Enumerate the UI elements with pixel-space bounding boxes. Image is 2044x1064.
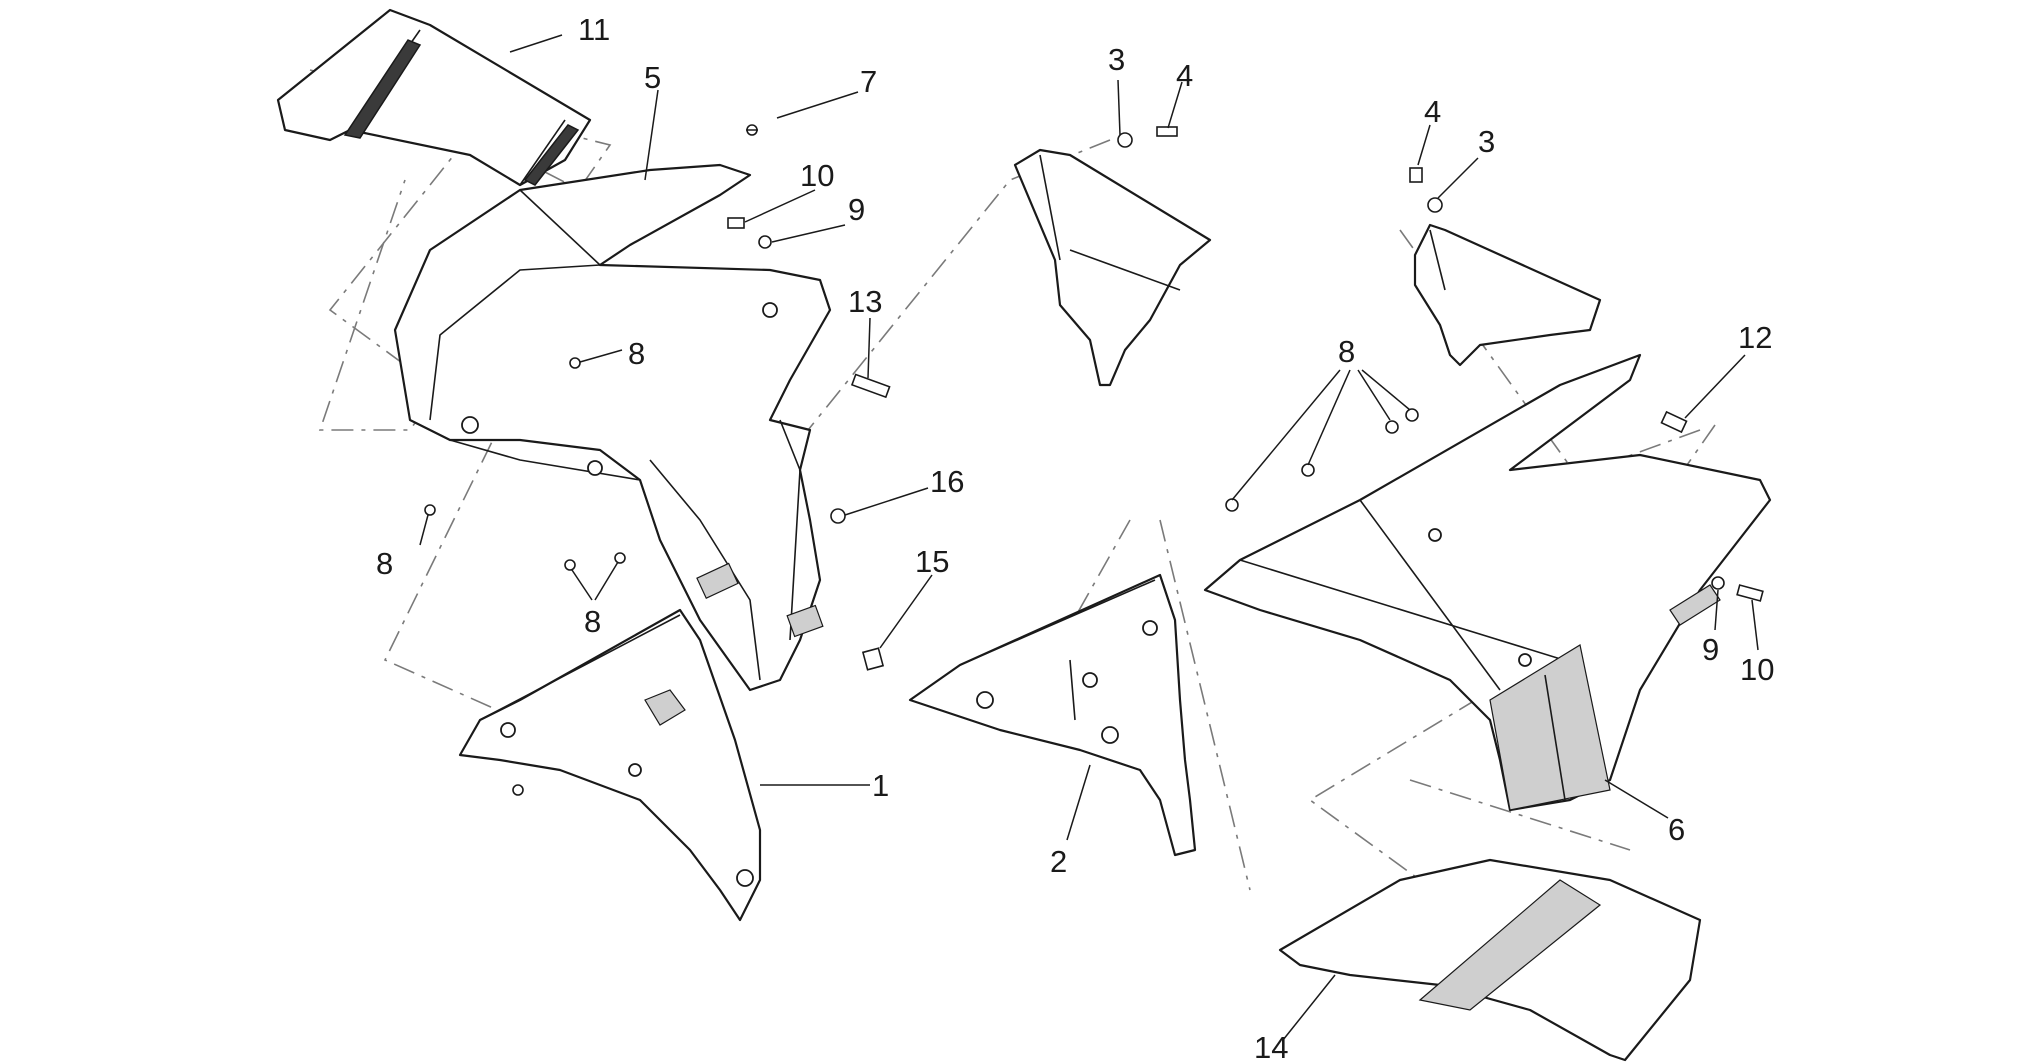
callout-9-left: 9 — [848, 192, 865, 227]
callout-13: 13 — [848, 284, 882, 319]
callout-8-c: 8 — [584, 604, 601, 639]
callout-8-d: 8 — [1338, 334, 1355, 369]
callout-4-right: 4 — [1424, 94, 1441, 129]
part-1-lower-side-panel — [458, 608, 762, 922]
hardware-fasteners — [424, 124, 1764, 796]
callout-15: 15 — [915, 544, 949, 579]
part-2-inner-panel — [908, 573, 1197, 857]
part-5-upper-fairing — [393, 163, 832, 692]
callout-labels: 11 5 7 10 9 13 8 8 8 16 15 1 2 3 4 4 3 8… — [376, 12, 1774, 1064]
callout-3-right: 3 — [1478, 124, 1495, 159]
screw-8-e — [512, 784, 524, 796]
callout-8-b: 8 — [376, 546, 393, 581]
washer-9-right — [1711, 576, 1725, 590]
screw-13 — [850, 373, 891, 399]
callout-7: 7 — [860, 64, 877, 99]
callout-14: 14 — [1254, 1030, 1288, 1064]
callout-10-right: 10 — [1740, 652, 1774, 687]
callout-9-right: 9 — [1702, 632, 1719, 667]
screw-8-i — [1225, 498, 1239, 512]
clip-15 — [861, 647, 885, 671]
screw-10-right — [1736, 584, 1764, 602]
screw-3-right — [1427, 197, 1443, 213]
screw-10-left — [727, 217, 745, 229]
callout-6: 6 — [1668, 812, 1685, 847]
callout-1: 1 — [872, 768, 889, 803]
screw-7 — [746, 124, 758, 136]
screw-8-a — [569, 357, 581, 369]
callout-11: 11 — [578, 12, 610, 47]
callout-12: 12 — [1738, 320, 1772, 355]
screw-8-d — [614, 552, 626, 564]
callout-3-left: 3 — [1108, 42, 1125, 77]
screw-4-left — [1156, 126, 1178, 137]
screw-12 — [1660, 410, 1688, 434]
screw-3-left — [1117, 132, 1133, 148]
screw-8-b — [424, 504, 436, 516]
callout-8-a: 8 — [628, 336, 645, 371]
nut-16 — [830, 508, 846, 524]
screw-8-g — [1385, 420, 1399, 434]
part-3-bracket-left — [1013, 148, 1212, 387]
part-3-bracket-right — [1413, 223, 1602, 367]
screw-8-f — [1405, 408, 1419, 422]
part-6-right-fairing — [1203, 353, 1772, 812]
part-11-air-duct — [276, 8, 592, 187]
washer-9-left — [758, 235, 772, 249]
callout-2: 2 — [1050, 844, 1067, 879]
screw-4-right — [1409, 167, 1423, 183]
screw-8-h — [1301, 463, 1315, 477]
part-14-bottom-panel — [1278, 858, 1702, 1062]
callout-4-left: 4 — [1176, 58, 1193, 93]
callout-10-left: 10 — [800, 158, 834, 193]
screw-8-c — [564, 559, 576, 571]
callout-5: 5 — [644, 60, 661, 95]
leader-lines — [419, 34, 1759, 1041]
callout-16: 16 — [930, 464, 964, 499]
